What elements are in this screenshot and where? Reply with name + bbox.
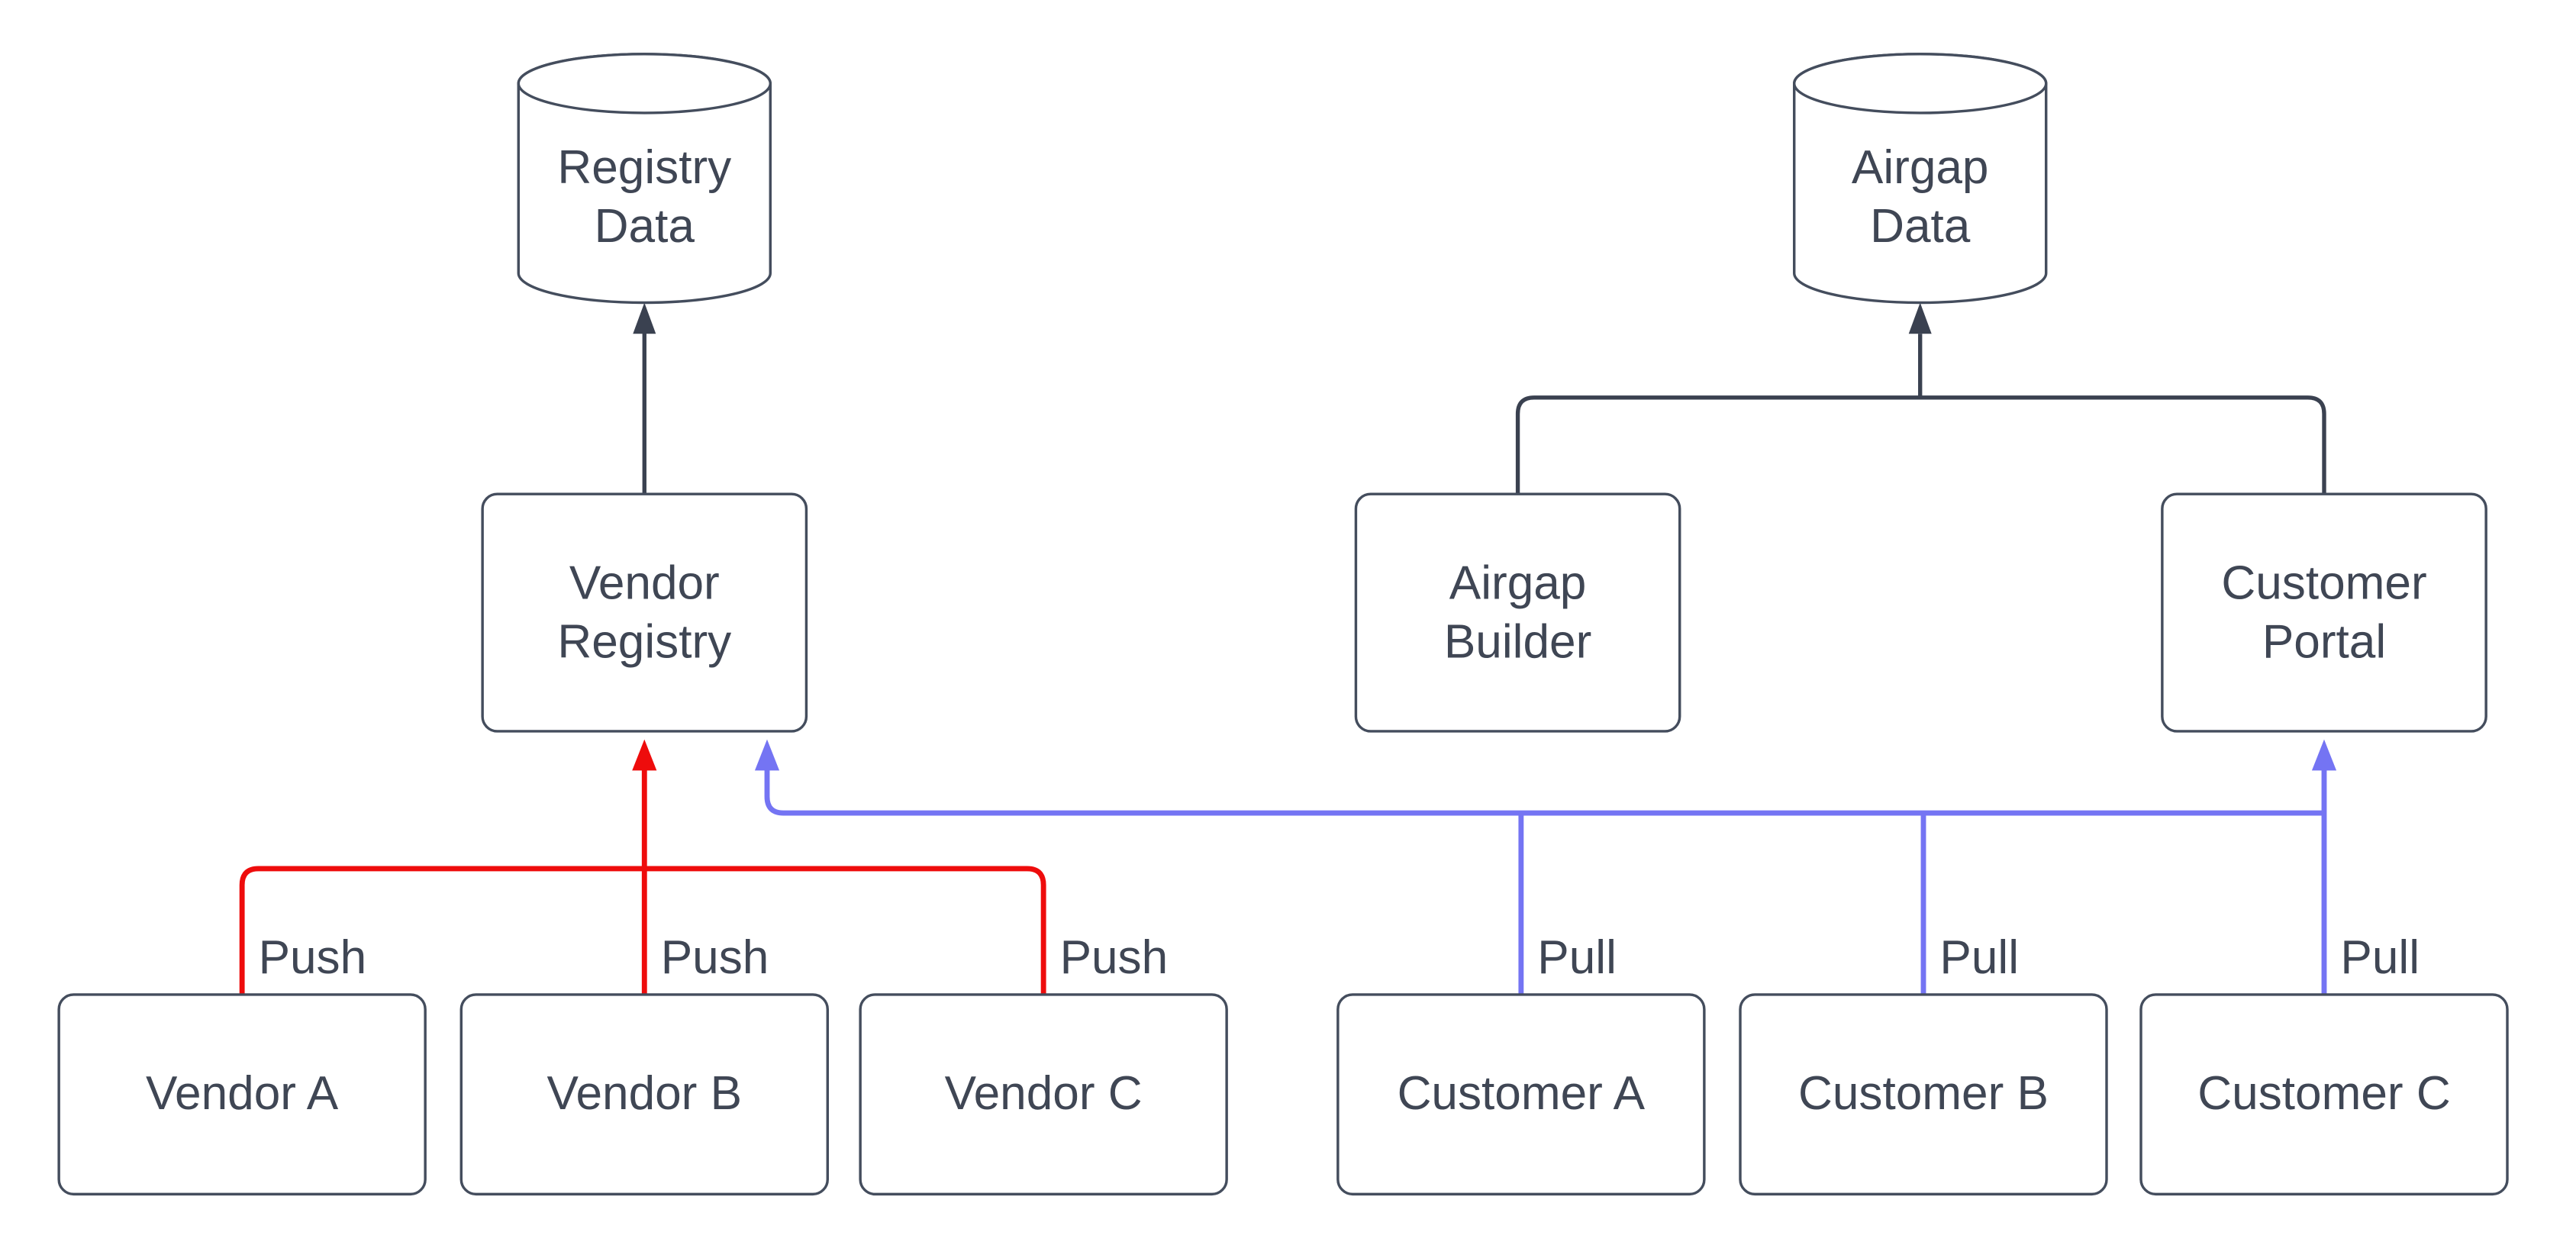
edge-builders-to-airgap-data: [1515, 302, 2326, 495]
node-label-line2: Data: [1870, 200, 1971, 253]
edge-line: [1515, 395, 2326, 495]
node-box: [57, 993, 427, 1196]
node-box: [2161, 492, 2487, 733]
node-label: Vendor C: [945, 1067, 1143, 1120]
arrowhead-up-icon: [1908, 302, 1932, 334]
node-airgap-builder: Airgap Builder: [1354, 492, 1681, 733]
node-vendor-a: Vendor A: [57, 993, 427, 1196]
node-box: [459, 993, 829, 1196]
edge-label-pull-customer-c: Pull: [2340, 931, 2420, 984]
node-label: Customer C: [2197, 1067, 2450, 1120]
node-customer-b: Customer B: [1739, 993, 2108, 1196]
node-customer-c: Customer C: [2139, 993, 2509, 1196]
node-label-line1: Airgap: [1449, 556, 1587, 609]
node-label-line2: Data: [595, 200, 695, 253]
node-box: [859, 993, 1228, 1196]
edge-vendor-registry-to-registry-data: [633, 302, 656, 495]
arrowhead-up-icon: [633, 302, 656, 334]
edge-pull-flow: [754, 739, 2337, 995]
edge-label-push-vendor-a: Push: [259, 931, 367, 984]
node-customer-a: Customer A: [1336, 993, 1706, 1196]
node-label-line1: Vendor: [569, 556, 720, 609]
arrowhead-up-icon: [754, 739, 780, 771]
node-box: [2139, 993, 2509, 1196]
node-label: Vendor A: [146, 1067, 339, 1120]
node-vendor-b: Vendor B: [459, 993, 829, 1196]
node-customer-portal: Customer Portal: [2161, 492, 2487, 733]
node-label-line2: Portal: [2262, 615, 2386, 668]
node-label: Vendor B: [546, 1067, 742, 1120]
node-box: [1336, 993, 1706, 1196]
edge-line: [764, 769, 2324, 816]
node-label-line2: Builder: [1444, 615, 1591, 668]
node-registry-data: Registry Data: [517, 53, 772, 305]
node-airgap-data: Airgap Data: [1793, 53, 2048, 305]
edge-label-pull-customer-a: Pull: [1537, 931, 1617, 984]
edge-label-push-vendor-c: Push: [1060, 931, 1169, 984]
arrowhead-up-icon: [2311, 739, 2337, 771]
cylinder-top-icon: [1793, 53, 2048, 115]
arrowhead-up-icon: [632, 739, 657, 771]
edge-push-flow: [239, 739, 1046, 995]
edge-label-pull-customer-b: Pull: [1939, 931, 2019, 984]
node-label-line1: Registry: [557, 141, 731, 194]
node-vendor-c: Vendor C: [859, 993, 1228, 1196]
node-label: Customer A: [1398, 1067, 1646, 1120]
cylinder-top-icon: [517, 53, 772, 115]
node-label-line1: Airgap: [1852, 141, 1989, 194]
node-vendor-registry: Vendor Registry: [481, 492, 808, 733]
node-label-line2: Registry: [557, 615, 731, 668]
node-label: Customer B: [1798, 1067, 2049, 1120]
node-box: [1354, 492, 1681, 733]
edge-label-push-vendor-b: Push: [661, 931, 769, 984]
node-label-line1: Customer: [2221, 556, 2426, 609]
node-box: [1739, 993, 2108, 1196]
node-box: [481, 492, 808, 733]
